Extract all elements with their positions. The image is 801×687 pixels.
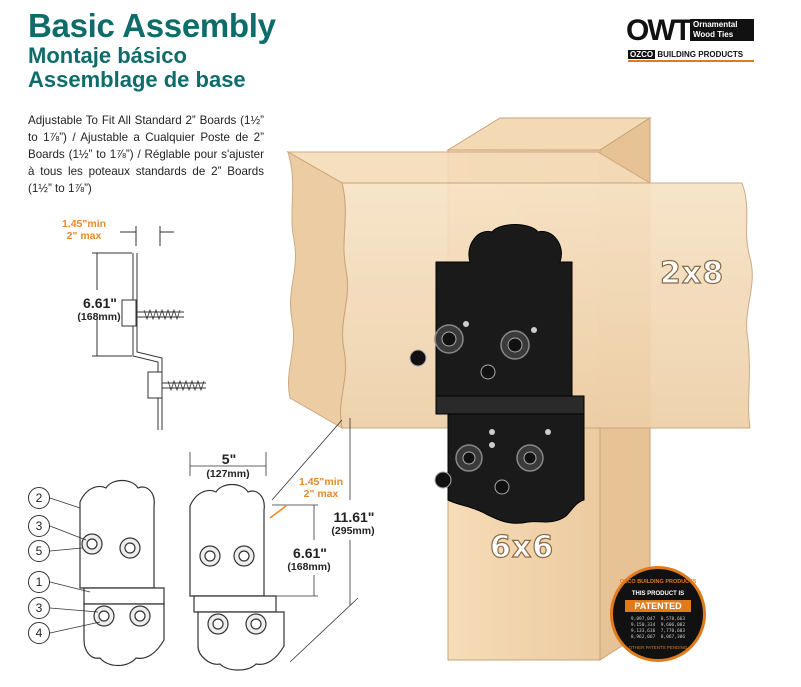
front-width-label: 5" (221, 451, 237, 467)
front-gap-max-label: 2" max (303, 488, 339, 500)
front-upper-height-mm-label: (168mm) (287, 561, 331, 573)
callout-2: 2 (28, 487, 50, 509)
callout-3-lower: 3 (28, 597, 50, 619)
gap-indicator-arrow (269, 505, 287, 519)
ozco-logo: OZCO BUILDING PRODUCTS (628, 50, 743, 59)
badge-top-text: OZCO BUILDING PRODUCTS (619, 579, 697, 585)
page-title-spanish: Montaje básico (28, 43, 187, 68)
post-beam-bracket (409, 224, 585, 524)
front-total-height-label: 11.61" (333, 509, 375, 525)
patent-badge: OZCO BUILDING PRODUCTS THIS PRODUCT IS P… (610, 566, 706, 662)
title-block: Basic Assembly Montaje básico Assemblage… (28, 8, 276, 92)
front-upper-height-label: 6.61" (293, 545, 327, 561)
badge-this-text: THIS PRODUCT IS (631, 591, 685, 597)
page-title: Basic Assembly (28, 7, 276, 44)
logo-accent-bar (628, 60, 754, 62)
callout-1: 1 (28, 571, 50, 593)
side-height-mm-label: (168mm) (77, 311, 121, 323)
front-view-dimensioned (189, 483, 285, 671)
ozco-logo-mark: OZCO (628, 50, 656, 59)
owt-logo-mark: OWT (626, 14, 692, 47)
side-height-label: 6.61" (83, 295, 117, 311)
badge-patented-label: PATENTED (625, 600, 691, 612)
front-width-mm-label: (127mm) (206, 468, 250, 480)
front-view-exploded (79, 479, 165, 667)
front-total-height-mm-label: (295mm) (331, 525, 375, 537)
badge-patent-numbers: 9,097,047 8,578,663 9,150,334 9,606,082 … (630, 617, 686, 640)
side-view-drawing (92, 226, 206, 430)
badge-bottom-text: OTHER PATENTS PENDING (628, 645, 688, 650)
front-view-dimension-lines (189, 418, 359, 663)
owt-logo-tagline: Ornamental Wood Ties (690, 19, 754, 41)
page-title-french: Assemblage de base (28, 67, 246, 92)
callout-5: 5 (28, 540, 50, 562)
owt-logo: OWT Ornamental Wood Ties OZCO BUILDING P… (624, 14, 754, 62)
side-gap-min-label: 1.45"min (61, 218, 107, 230)
ozco-logo-text: BUILDING PRODUCTS (657, 50, 744, 59)
callout-leaders (49, 497, 101, 634)
beam-size-label: 2x8 (659, 255, 725, 291)
post-size-label: 6x6 (489, 529, 555, 565)
callout-4: 4 (28, 622, 50, 644)
front-gap-min-label: 1.45"min (298, 476, 344, 488)
callout-3-upper: 3 (28, 515, 50, 537)
description-text: Adjustable To Fit All Standard 2” Boards… (28, 114, 264, 195)
side-gap-max-label: 2" max (66, 230, 102, 242)
